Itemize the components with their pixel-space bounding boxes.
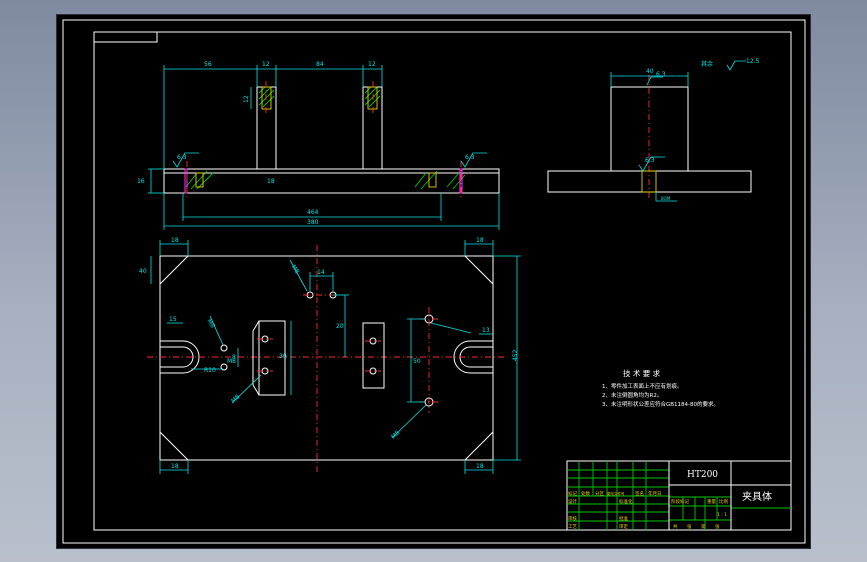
- side-dim-top: 40: [646, 68, 654, 75]
- block-right: [362, 322, 385, 389]
- drawing-canvas: 56 12 84 12 12 16 18 464 380 6.3 6.3 40: [62, 19, 806, 544]
- dim-12-vert: 12: [243, 95, 250, 103]
- cad-viewport[interactable]: 56 12 84 12 12 16 18 464 380 6.3 6.3 40: [56, 14, 811, 549]
- tb-row-2: 分区: [595, 490, 604, 497]
- tb-sheet-3: 张: [715, 523, 720, 530]
- dim-380: 380: [307, 219, 319, 226]
- dim-r10: R10: [204, 367, 216, 374]
- dim-18-tr: 18: [476, 237, 484, 244]
- technical-requirements: 技 术 要 求 1、零件加工表面上不应有划痕。 2、未注倒圆角均为R2。 3、未…: [602, 368, 719, 408]
- tech-req-title: 技 术 要 求: [623, 368, 661, 378]
- front-upright-left: [256, 86, 277, 170]
- front-upright-right: [362, 86, 383, 170]
- drawing-border: [93, 31, 792, 531]
- corner-code-box: [93, 31, 158, 43]
- tb-row-1: 处数: [581, 490, 590, 497]
- dim-12a: 12: [262, 61, 270, 68]
- dim-18-tl: 18: [171, 237, 179, 244]
- tb-mid-2: 审定: [619, 523, 628, 530]
- tb-role-2: 工艺: [568, 524, 577, 530]
- side-rough-top: 6.3: [656, 71, 666, 78]
- dim-464: 464: [307, 209, 319, 216]
- side-note: BOM: [661, 196, 671, 201]
- tb-sheet-1: 张: [687, 523, 692, 530]
- dim-12b: 12: [368, 61, 376, 68]
- tb-role-1: 审核: [568, 515, 577, 522]
- dim-40-left: 40: [139, 268, 147, 275]
- tb-row-3: 更改文件号: [607, 491, 625, 496]
- tb-col-1: 重量: [707, 498, 716, 505]
- dim-18-br: 18: [476, 463, 484, 470]
- rough-left: 6.3: [177, 154, 187, 161]
- dim-50: 50: [413, 358, 421, 365]
- side-view: 40 6.3 6.3 其余 12.5 BOM: [547, 58, 760, 202]
- leader-e: M8: [227, 358, 236, 365]
- dim-18: 18: [267, 178, 275, 185]
- rest-rough-label: 其余: [701, 60, 713, 68]
- tb-col-0: 阶段标记: [671, 498, 689, 505]
- dim-84: 84: [316, 61, 324, 68]
- leader-b: M8: [206, 318, 217, 329]
- dim-30: 30: [279, 353, 287, 360]
- tb-mid-0: 标准化: [619, 498, 633, 505]
- front-base-plate: [163, 168, 500, 194]
- block-left: [258, 320, 286, 396]
- outer-sheet-frame: [62, 19, 806, 544]
- tech-req-item-3: 3、未注明形状公差应符合GB1184-80的要求。: [602, 400, 719, 408]
- tb-row-5: 年月日: [648, 490, 662, 497]
- title-block: HT200 夹具体 标记 处数 分区 更改文件号 签名 年月日 设计 审核 工艺…: [566, 460, 792, 531]
- rest-rough-value: 12.5: [746, 58, 760, 65]
- leader-a: M8: [290, 264, 301, 276]
- dim-16: 16: [137, 178, 145, 185]
- dim-452: 452: [512, 349, 519, 361]
- tb-sheet-2: 第: [701, 523, 706, 530]
- dim-14: 14: [317, 269, 325, 276]
- tb-mid-1: 批准: [619, 515, 628, 522]
- side-rough-mid: 6.3: [645, 157, 655, 164]
- dim-15: 15: [169, 316, 177, 323]
- tech-req-item-1: 1、零件加工表面上不应有划痕。: [602, 382, 683, 390]
- material-label: HT200: [687, 470, 718, 480]
- front-view: 56 12 84 12 12 16 18 464 380 6.3 6.3: [137, 61, 500, 230]
- top-view: M8 M8 M8 M8 M8 18 18 18 18 40 15 14 20 3…: [139, 237, 521, 474]
- tech-req-item-2: 2、未注倒圆角均为R2。: [602, 391, 662, 399]
- dim-8: 8: [232, 354, 236, 361]
- tb-row-4: 签名: [635, 490, 644, 497]
- tb-col-2: 比例: [719, 498, 728, 505]
- top-plate-outline: [159, 255, 494, 461]
- dim-13: 13: [482, 327, 490, 334]
- tb-row-0: 标记: [568, 490, 577, 497]
- side-base: [547, 170, 752, 193]
- tb-role-0: 设计: [568, 498, 577, 505]
- leader-d: M8: [390, 429, 401, 440]
- tb-scale: 1 : 1: [717, 512, 727, 518]
- rough-right: 6.3: [465, 154, 475, 161]
- leader-c: M8: [230, 393, 241, 404]
- slot-right: [453, 340, 493, 374]
- dim-20: 20: [336, 323, 344, 330]
- tb-sheet-0: 共: [673, 523, 678, 530]
- part-name: 夹具体: [742, 490, 772, 503]
- dim-18-bl: 18: [171, 463, 179, 470]
- dim-56: 56: [204, 61, 212, 68]
